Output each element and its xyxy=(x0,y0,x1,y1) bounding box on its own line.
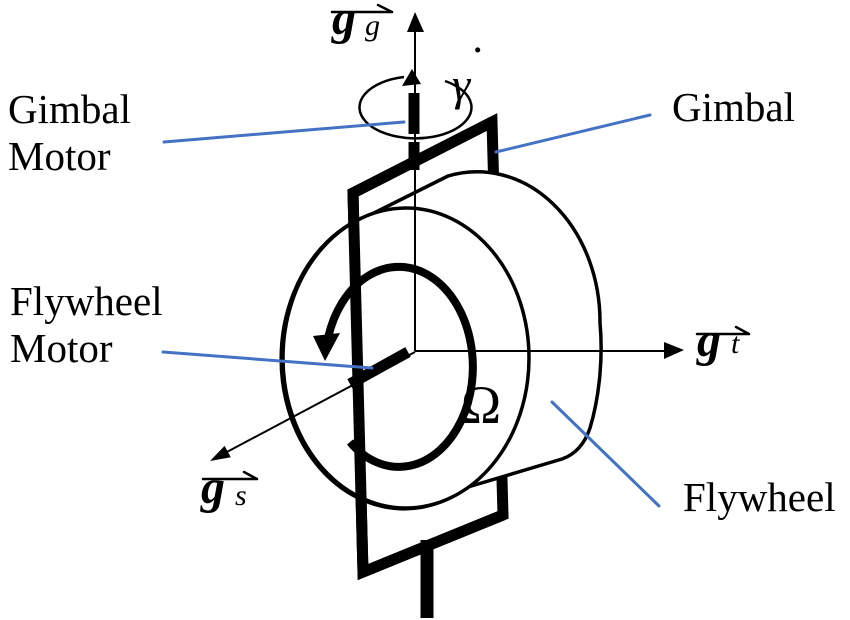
axis-g-t-base: g xyxy=(697,314,721,367)
label-gimbal: Gimbal xyxy=(672,84,795,130)
axis-g-g-sub: g xyxy=(365,9,380,42)
spin-axis-arrowhead xyxy=(210,445,231,461)
gimbal-rate-dot: ˙ xyxy=(472,42,484,79)
label-flywheel-motor-line2: Motor xyxy=(10,325,113,371)
gimbal-rate-arrowhead xyxy=(402,69,421,86)
vector-arrow-icon xyxy=(201,470,259,481)
leader-line-flywheel xyxy=(550,400,661,508)
leader-line-flywheel-motor xyxy=(161,350,374,370)
label-gimbal-motor-line1: Gimbal xyxy=(8,86,131,132)
leader-line-gimbal xyxy=(494,113,652,154)
label-flywheel: Flywheel xyxy=(683,474,836,520)
label-gimbal-motor-line2: Motor xyxy=(8,133,111,179)
vector-arrow-icon xyxy=(695,325,751,336)
flywheel-motor-shaft xyxy=(347,347,411,389)
gimbal-rate-arc xyxy=(358,75,473,140)
axis-g-g-base: g xyxy=(332,0,356,45)
label-axis-g-t: g t xyxy=(695,317,757,384)
axis-g-s-base: g xyxy=(201,461,225,514)
vector-arrow-icon xyxy=(330,3,394,14)
leader-line-gimbal-motor xyxy=(162,120,406,144)
label-flywheel-motor: Flywheel Motor xyxy=(10,278,163,372)
label-gimbal-rate: ˙ γ xyxy=(450,42,500,116)
spin-direction-arc xyxy=(324,262,477,471)
gimbal-axis-arrowhead xyxy=(407,12,424,32)
label-axis-g-g: g g xyxy=(330,0,400,62)
label-axis-g-s: g s xyxy=(201,464,263,529)
spin-direction-arrowhead xyxy=(313,333,340,361)
label-spin-rate: Ω xyxy=(461,375,502,435)
label-flywheel-motor-line1: Flywheel xyxy=(10,278,163,324)
label-gimbal-motor: Gimbal Motor xyxy=(8,86,131,180)
axis-g-s-sub: s xyxy=(235,479,247,512)
transverse-axis-arrowhead xyxy=(664,342,684,359)
axis-g-t-sub: t xyxy=(731,327,740,360)
gimbal-rate-symbol: γ xyxy=(452,59,471,110)
